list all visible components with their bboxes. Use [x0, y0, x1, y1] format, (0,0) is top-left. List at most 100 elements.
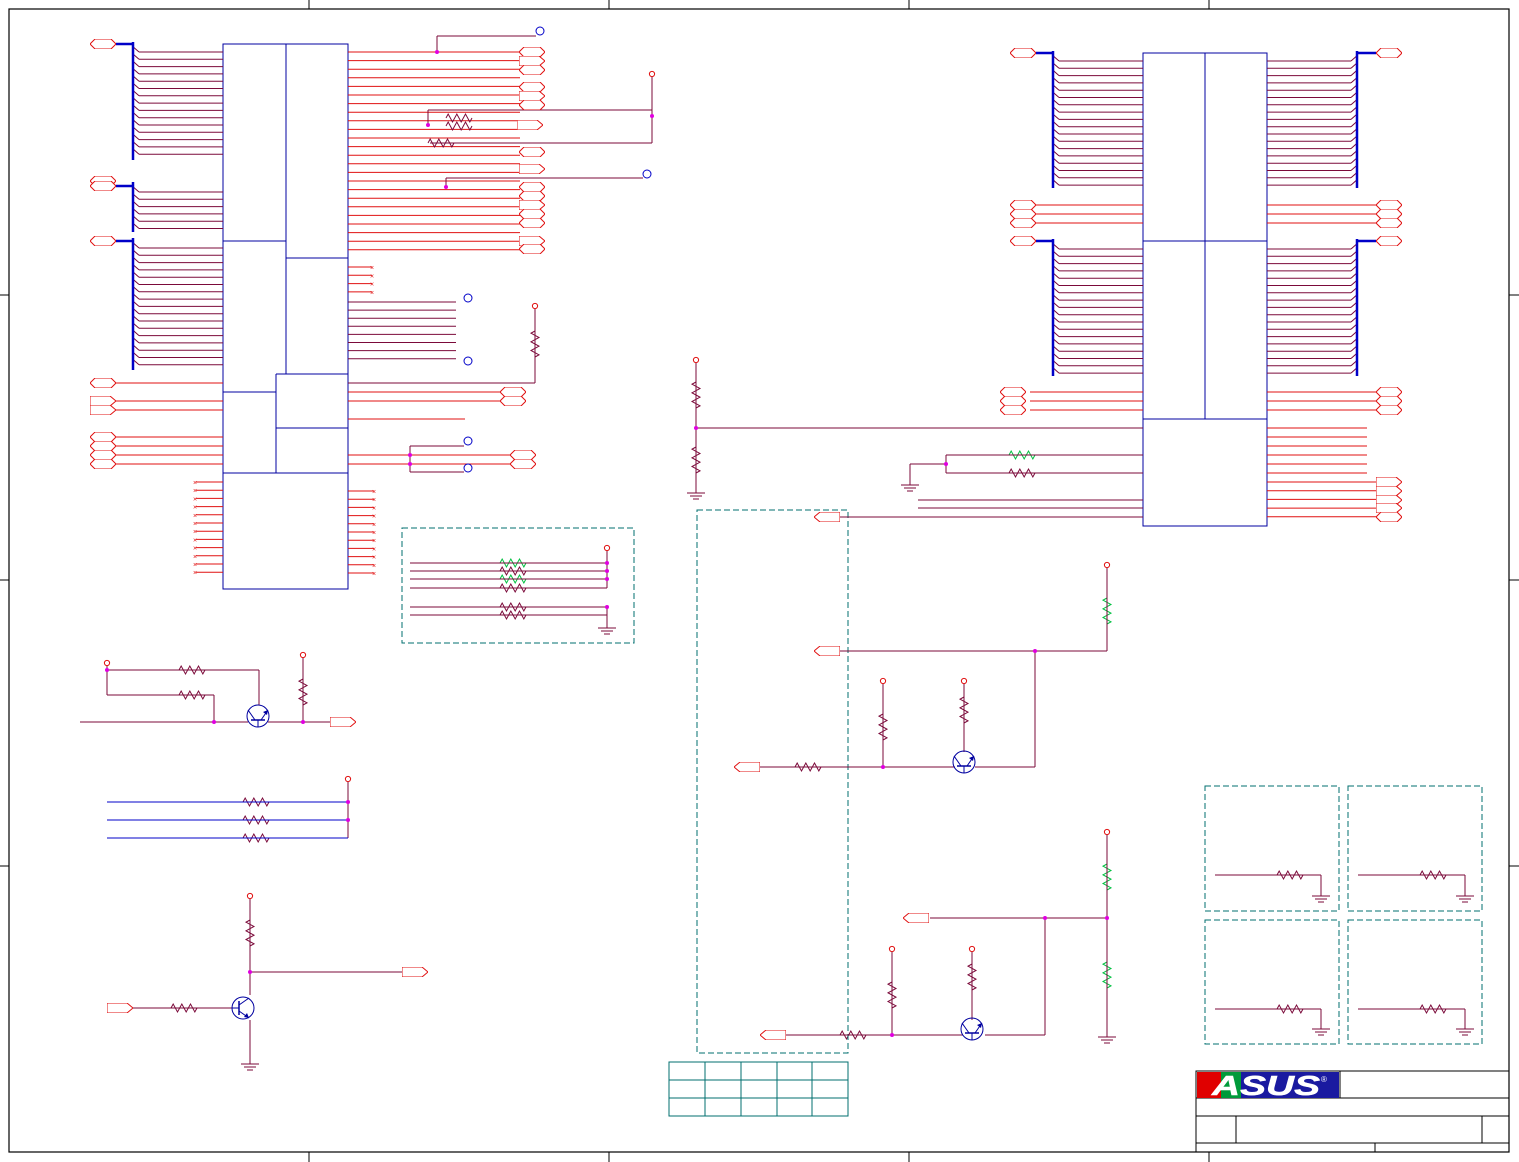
off-page-connector-icon [90, 236, 116, 246]
junction-dot [1033, 649, 1037, 653]
resistor-icon [445, 120, 473, 132]
off-page-connector-icon [1376, 209, 1402, 219]
ground-icon [1311, 892, 1331, 903]
nc-mark: × [370, 290, 374, 297]
off-page-connector-icon [519, 56, 545, 66]
off-page-connector-icon [519, 65, 545, 75]
junction-dot [605, 577, 609, 581]
nc-mark: × [193, 537, 197, 544]
off-page-connector-icon [519, 244, 545, 254]
power-pin-icon [603, 544, 611, 552]
junction-dot [346, 818, 350, 822]
transistor-arrow [969, 756, 974, 761]
nc-mark: × [193, 570, 197, 577]
off-page-connector-icon [814, 646, 840, 656]
nc-mark: × [193, 546, 197, 553]
ground-icon [1311, 1025, 1331, 1036]
junction-dot [212, 720, 216, 724]
off-page-connector-icon [1010, 200, 1036, 210]
junction-dot [248, 970, 252, 974]
off-page-connector-icon [519, 200, 545, 210]
off-page-connector-icon [519, 91, 545, 101]
power-pin-icon [960, 677, 968, 685]
power-pins [103, 70, 1111, 982]
transistor-collector [953, 755, 962, 767]
off-page-connector-icon [1376, 405, 1402, 415]
junction-dot [944, 462, 948, 466]
off-page-connector-icon [90, 405, 116, 415]
center-circuit [695, 362, 1143, 1036]
off-page-connector-icon [519, 82, 545, 92]
nc-mark: × [370, 282, 374, 289]
off-page-connector-icon [519, 182, 545, 192]
nc-mark: × [193, 529, 197, 536]
nc-mark: × [372, 571, 376, 578]
off-page-connector-icon [734, 762, 760, 772]
off-page-connector-icon [519, 100, 545, 110]
off-page-connector-icon [1376, 477, 1402, 487]
off-page-connector-icon [903, 913, 929, 923]
off-page-connector-icon [90, 378, 116, 388]
power-pin-icon [648, 70, 656, 78]
junction-dot [435, 50, 439, 54]
off-page-connector-icon [1376, 236, 1402, 246]
off-page-connector-icon [814, 512, 840, 522]
junction-dot [605, 561, 609, 565]
off-page-connector-icon [500, 387, 526, 397]
junction-dot [408, 462, 412, 466]
nc-mark: × [372, 522, 376, 529]
nc-mark: × [372, 497, 376, 504]
off-page-connector-icon [519, 164, 545, 174]
nc-mark: × [193, 562, 197, 569]
junction-dot [605, 569, 609, 573]
right-chip-pins [1030, 51, 1378, 518]
off-page-connector-icon [107, 1003, 133, 1013]
off-page-connector-icon [1010, 209, 1036, 219]
ground-symbols [240, 481, 1475, 1071]
off-page-connector-icon [330, 717, 356, 727]
nc-mark: × [193, 488, 197, 495]
off-page-connector-icon [90, 450, 116, 460]
npn-transistor-icon [231, 996, 255, 1020]
junction-dot [694, 426, 698, 430]
transistor-arrow [244, 1013, 249, 1018]
junction-dot [890, 1033, 894, 1037]
off-page-connector-icon [519, 147, 545, 157]
off-page-connector-icon [1000, 405, 1026, 415]
transistor-collector [247, 709, 256, 721]
junction-dot [408, 453, 412, 457]
junction-dot [881, 765, 885, 769]
resistor-icon [529, 330, 541, 358]
transistors [231, 704, 984, 1041]
off-page-connector-icon [500, 396, 526, 406]
power-pin-icon [1103, 828, 1111, 836]
off-page-connector-icon [1376, 387, 1402, 397]
off-page-connector-icon [519, 191, 545, 201]
power-pin-icon [692, 356, 700, 364]
lower-left-circuit [80, 658, 402, 1062]
off-page-connector-icon [517, 120, 543, 130]
termination-box [410, 550, 608, 626]
test-point-icon [642, 169, 652, 179]
off-page-connector-icon [1010, 48, 1036, 58]
title-block [1195, 1070, 1510, 1153]
junction-dot [346, 800, 350, 804]
junction-dot [605, 605, 609, 609]
registered-mark: ® [1321, 1075, 1327, 1084]
asus-logo: ASUS ® [1197, 1070, 1339, 1101]
off-page-connector-icon [510, 459, 536, 469]
junction-dot [301, 720, 305, 724]
power-pin-icon [299, 651, 307, 659]
test-point-icon [463, 436, 473, 446]
off-page-connector-icon [519, 209, 545, 219]
off-page-connector-icon [1376, 218, 1402, 228]
off-page-connector-icon [1376, 200, 1402, 210]
ground-icon [686, 489, 706, 500]
transistor-collector [961, 1022, 970, 1034]
test-point-icon [463, 463, 473, 473]
resistor-icon [445, 112, 473, 124]
junction-dot [105, 668, 109, 672]
power-pin-icon [879, 677, 887, 685]
